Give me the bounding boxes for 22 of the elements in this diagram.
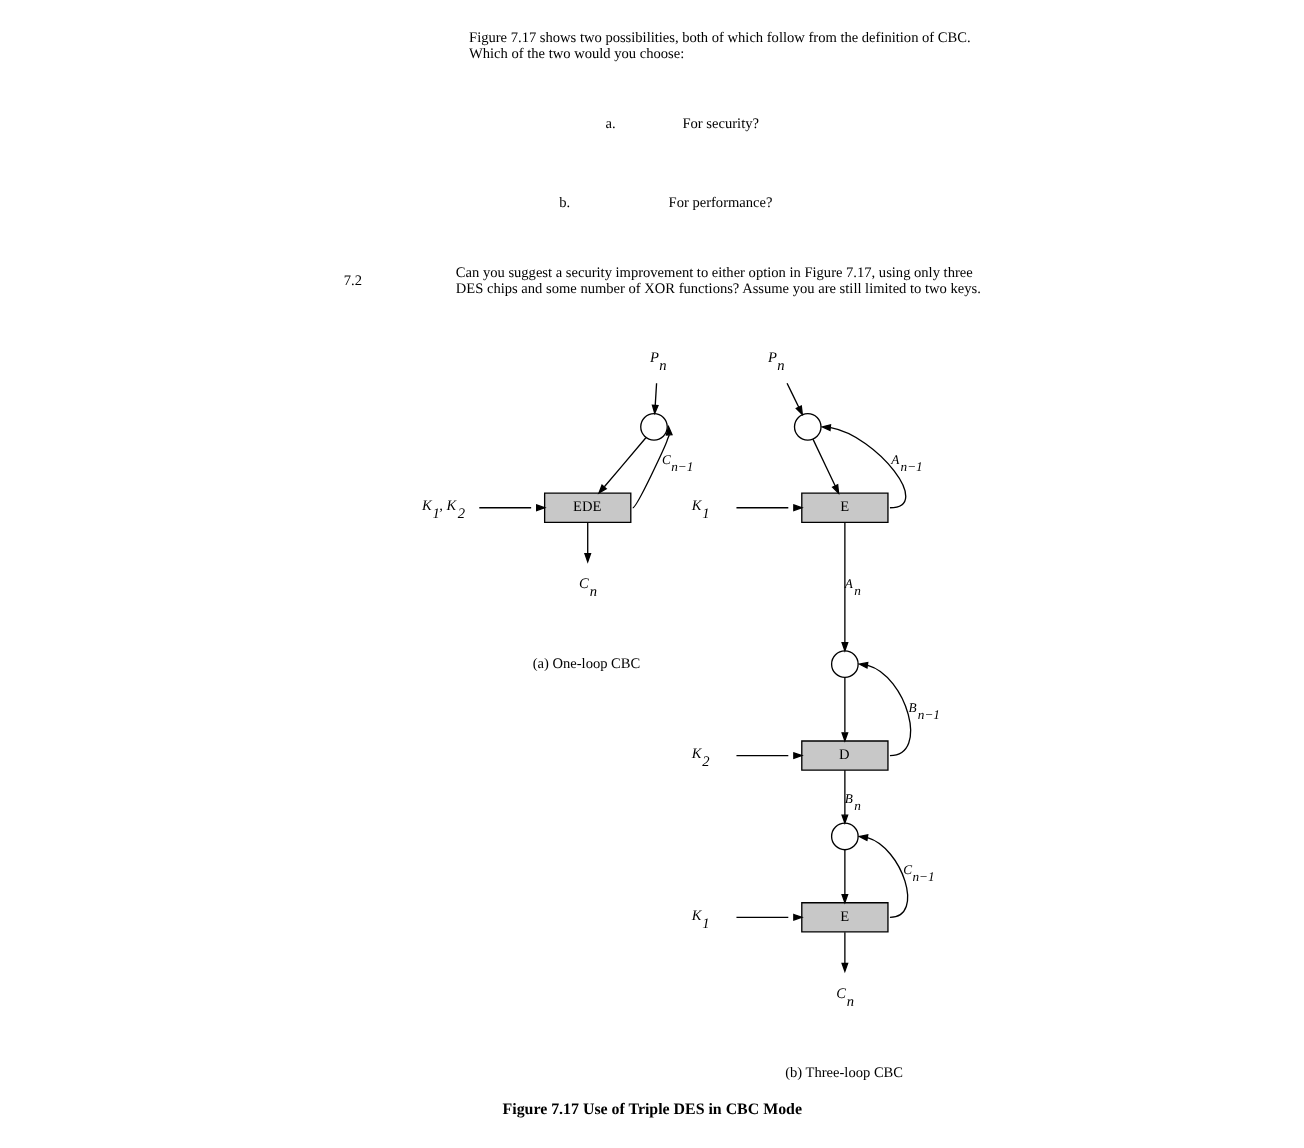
- arrow: [840, 522, 848, 653]
- arrow: [840, 849, 848, 905]
- node-circle: [829, 822, 858, 851]
- arrow: [840, 676, 848, 743]
- arrow: [734, 504, 803, 512]
- node-circle: [792, 412, 821, 441]
- node-circle: [639, 412, 667, 441]
- arrow: [734, 913, 803, 922]
- arrow: [840, 769, 848, 826]
- arrow: [734, 751, 803, 760]
- arrow: [650, 382, 658, 416]
- arrow: [840, 931, 848, 974]
- arrow: [785, 382, 803, 417]
- arrow: [631, 424, 672, 509]
- arrow: [477, 504, 546, 512]
- arrow: [856, 834, 908, 918]
- arrow: [583, 521, 591, 564]
- arrow: [596, 437, 646, 495]
- node-circle: [829, 650, 858, 679]
- arrow: [856, 661, 911, 757]
- arrow: [819, 424, 906, 509]
- arrow: [811, 438, 839, 495]
